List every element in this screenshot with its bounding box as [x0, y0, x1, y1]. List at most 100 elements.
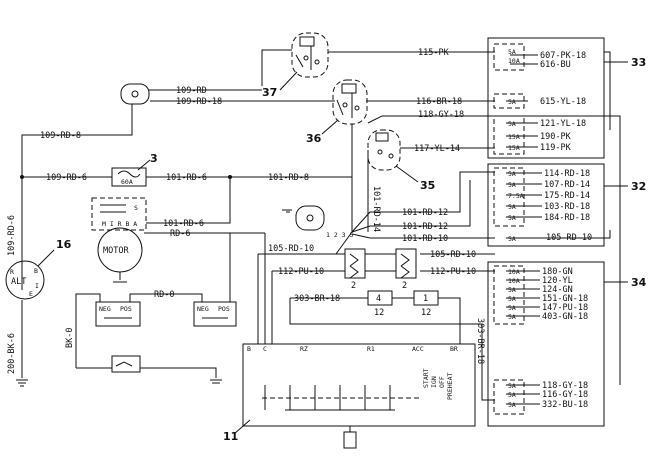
fuse-60a: 60A	[111, 167, 147, 187]
fuse33-wire-3: 103-RD-18	[544, 202, 590, 212]
fuse32-wire-3: 121-YL-18	[540, 119, 586, 129]
callout-34: 34	[631, 276, 647, 289]
fuse34-wire-0: 180-GN	[542, 267, 573, 277]
switch-preheat: PREHEAT	[446, 373, 454, 400]
fuse33-wire-4: 184-RD-18	[544, 213, 590, 223]
fuse33-wire-2: 175-RD-14	[544, 191, 590, 201]
fuse32-rating-3: 5A	[508, 120, 516, 128]
connector-12a: 12	[374, 308, 384, 318]
wire-label-303br18: 303-BR-18	[294, 294, 340, 304]
fuse34-rating-2: 5A	[508, 286, 516, 294]
top-wiring: 115-PK 109-RD 109-RD-18 116-BR-18 118-GY…	[7, 48, 621, 387]
bat2-pos: POS	[218, 305, 230, 313]
wire-label-101rd10: 101-RD-10	[402, 234, 448, 244]
fuse32-rating-0: 5A	[508, 48, 516, 56]
callout-33: 32	[631, 180, 646, 193]
connector-4: 4	[376, 294, 381, 304]
fuse-box-33: 114-RD-18 107-RD-14 175-RD-14 103-RD-18 …	[487, 163, 611, 247]
key-switch: B C RZ R1 ACC BR START IGN OFF PREHEAT	[242, 343, 476, 449]
start-relay: 1 2 3 5	[282, 205, 353, 239]
bat1-pos: POS	[120, 305, 132, 313]
relay-37	[291, 32, 329, 78]
alt-r: R	[10, 268, 14, 276]
fuse34-rating-0: 10A	[508, 268, 520, 276]
batteries: NEG POS NEG POS RD-0 BK-0	[65, 233, 237, 384]
fuse34-rating-6: 5A	[508, 382, 516, 390]
callout-37: 37	[262, 86, 277, 99]
callout-35: 35	[420, 179, 435, 192]
switch-term-acc: ACC	[412, 345, 424, 353]
fuse34-wire-3: 151-GN-18	[542, 294, 588, 304]
relay-36	[332, 79, 368, 125]
fuse32-wire-4: 190-PK	[540, 132, 572, 142]
wire-label-109rd18: 109-RD-18	[176, 97, 222, 107]
wire-label-109rd: 109-RD	[176, 86, 207, 96]
bat2-neg: NEG	[197, 305, 209, 313]
fuse34-wire-7: 116-GY-18	[542, 390, 588, 400]
switch-term-br: BR	[450, 345, 458, 353]
connector-1: 1	[423, 294, 428, 304]
fuse33-rating-3: 5A	[508, 203, 516, 211]
switch-term-r1: R1	[367, 345, 375, 353]
fuse32-rating-2: 5A	[508, 98, 516, 106]
wire-label-112pu10b: 112-PU-10	[430, 267, 476, 277]
fuse33-rating-4: 5A	[508, 214, 516, 222]
fuse32-wire-0: 607-PK-18	[540, 51, 586, 61]
wire-label-101rd8: 101-RD-8	[268, 173, 309, 183]
fuse34-wire-8: 332-BU-18	[542, 400, 588, 410]
fuse34-rating-3: 5A	[508, 295, 516, 303]
starter-s: S	[134, 204, 138, 212]
fuse34-rating-7: 5A	[508, 391, 516, 399]
callout-3: 3	[150, 152, 158, 165]
fuse-box-34: 180-GN 120-YL 124-GN 151-GN-18 147-PU-18…	[487, 261, 605, 427]
switch-ign: IGN	[430, 376, 438, 388]
wire-label-109rd8: 109-RD-8	[40, 131, 81, 141]
wire-label-105rd10b: 105-RD-10	[430, 250, 476, 260]
fuse34-wire-5: 403-GN-18	[542, 312, 588, 322]
fuse34-wire-1: 120-YL	[542, 276, 573, 286]
fuse33-rating-2: 7.5A	[508, 192, 524, 200]
callout-16: 16	[56, 238, 72, 251]
wire-label-109rd6: 109-RD-6	[46, 173, 87, 183]
wire-label-105rd10a: 105-RD-10	[268, 244, 314, 254]
alt-e: E	[29, 290, 33, 298]
fuse33-wire-1: 107-RD-14	[544, 180, 590, 190]
wire-label-rd0: RD-0	[154, 290, 174, 300]
starter-terminals: M I R B A	[102, 220, 137, 228]
fuse34-wire-2: 124-GN	[542, 285, 573, 295]
alt-i: I	[35, 282, 39, 290]
connector-2b: 2	[402, 281, 407, 291]
wire-label-117yl14: 117-YL-14	[414, 144, 460, 154]
wire-label-101rd12a: 101-RD-12	[402, 208, 448, 218]
fuse32-wire-5: 119-PK	[540, 143, 572, 153]
fuse34-rating-4: 5A	[508, 304, 516, 312]
fuse32-rating-5: 15A	[508, 144, 520, 152]
starter-motor: S M I R B A MOTOR 101-RD-6 RD-6	[91, 177, 266, 344]
switch-term-c: C	[263, 345, 267, 353]
fuse33-wire-0: 114-RD-18	[544, 169, 590, 179]
wire-label-116br18: 116-BR-18	[416, 97, 462, 107]
fuse32-rating-1: 10A	[508, 57, 520, 65]
fuse32-wire-1: 616-BU	[540, 60, 571, 70]
alternator: B ALT R I E	[5, 260, 45, 300]
wire-label-rd6: RD-6	[170, 229, 190, 239]
callout-36: 36	[306, 132, 322, 145]
bat1-neg: NEG	[99, 305, 111, 313]
fuse34-wire-6: 118-GY-18	[542, 381, 588, 391]
fuse34-rating-5: 5A	[508, 313, 516, 321]
fuse33-rating-1: 5A	[508, 181, 516, 189]
fuse32-rating-4: 15A	[508, 133, 520, 141]
wire-label-109rd6-v: 109-RD-6	[7, 215, 17, 256]
wire-label-118gy18: 118-GY-18	[418, 110, 464, 120]
relay-terms: 1 2 3 5	[326, 231, 353, 239]
connector-2a: 2	[351, 281, 356, 291]
relay-35	[367, 129, 401, 171]
wire-label-200bk6: 200-BK-6	[7, 333, 17, 374]
wire-label-303br18-v: 303-BR-18	[475, 318, 485, 364]
fuse34-rating-8: 5A	[508, 401, 516, 409]
fuse34-rating-1: 10A	[508, 277, 520, 285]
fuse33-rating-5: 5A	[508, 235, 516, 243]
switch-term-rz: RZ	[300, 345, 308, 353]
wire-label-112pu10a: 112-PU-10	[278, 267, 324, 277]
